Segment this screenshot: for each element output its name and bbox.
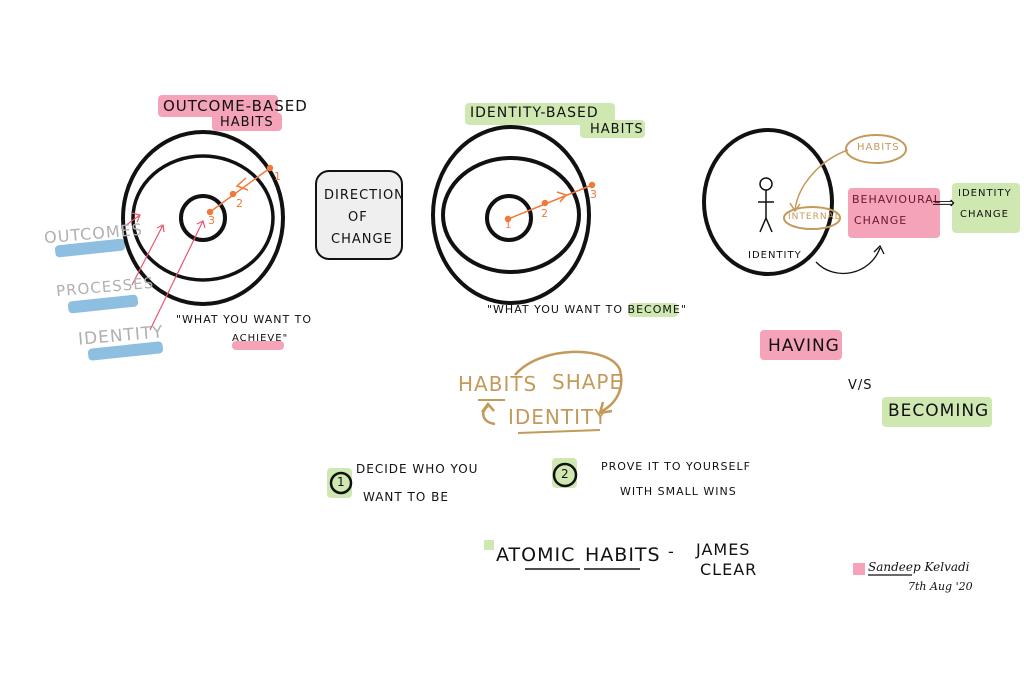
direction-bubble: [315, 170, 403, 260]
identity-to-behaviour-arrow: [815, 247, 881, 275]
vs-label: V/S: [848, 378, 873, 393]
behavioural-2: CHANGE: [854, 214, 908, 227]
step2-circle: [552, 462, 578, 488]
highlight-signature: [853, 563, 865, 575]
stick-figure: [758, 177, 774, 233]
habits-label: HABITS: [857, 142, 900, 153]
book-title-habits: HABITS: [585, 544, 661, 566]
id-point-3: 3: [590, 188, 598, 201]
outcome-circles: [121, 130, 285, 306]
identity-circle: [702, 128, 834, 276]
step2-number: 2: [561, 467, 570, 481]
identity-path: [504, 181, 596, 223]
highlight-achieve: [232, 341, 284, 350]
book-author-2: CLEAR: [700, 560, 758, 579]
highlight-identity-title: [465, 103, 615, 125]
habits-shape-2: IDENTITY: [508, 405, 608, 429]
identity-change-1: IDENTITY: [958, 188, 1012, 199]
highlight-identity-title-2: [580, 120, 645, 138]
habits-shape-1b: SHAPE: [552, 370, 624, 394]
point-2: 2: [236, 197, 244, 210]
point-1: 1: [274, 170, 282, 183]
habits-shape-1a: HABITS: [458, 372, 538, 396]
highlight-outcome-title-2: [212, 113, 282, 131]
step1-number: 1: [337, 475, 346, 489]
step1-line2: WANT TO BE: [363, 490, 449, 504]
highlight-identity-change: [952, 183, 1020, 233]
outcome-title-2: HABITS: [220, 115, 274, 130]
highlight-book: [484, 540, 494, 550]
internal-oval: [783, 206, 841, 230]
identity-change-2: CHANGE: [960, 209, 1009, 220]
book-title-atomic: ATOMIC: [496, 544, 576, 566]
habits-oval: [845, 134, 907, 164]
book-dash: -: [668, 542, 675, 561]
becoming-label: BECOMING: [888, 401, 990, 421]
implies-arrow: ⟹: [932, 193, 956, 212]
outcome-caption-1: "WHAT YOU WANT TO: [176, 313, 313, 326]
identity-label: IDENTITY: [748, 250, 802, 261]
step1-line1: DECIDE WHO YOU: [356, 462, 479, 476]
identity-caption: "WHAT YOU WANT TO BECOME": [487, 303, 687, 316]
id-point-2: 2: [541, 207, 549, 220]
having-label: HAVING: [768, 336, 840, 356]
bubble-line-3: CHANGE: [331, 232, 393, 247]
step2-line2: WITH SMALL WINS: [620, 485, 737, 498]
highlight-becoming: [882, 397, 992, 427]
identity-title-2: HABITS: [590, 122, 644, 137]
step1-circle: [329, 471, 353, 495]
habits-shape-loop-arrow: [514, 350, 623, 414]
highlight-become: [628, 303, 678, 317]
habits-to-internal-arrow: [794, 149, 849, 211]
signature-name: Sandeep Kelvadi: [868, 560, 970, 574]
point-3: 3: [208, 214, 216, 227]
behavioural-1: BEHAVIOURAL: [852, 193, 941, 206]
highlight-behavioural: [848, 188, 940, 238]
outcome-path: [206, 164, 274, 216]
outcome-caption-2: ACHIEVE": [232, 333, 289, 344]
highlight-outcome-title: [158, 95, 278, 117]
bubble-line-2: OF: [348, 210, 368, 225]
layer-arrows: [124, 212, 206, 331]
internal-label: INTERNAL: [788, 212, 841, 222]
id-point-1: 1: [505, 220, 513, 231]
highlight-having: [760, 330, 842, 360]
bubble-line-1: DIRECTION: [324, 188, 405, 203]
outcome-title-1: OUTCOME-BASED: [163, 97, 308, 115]
book-author-1: JAMES: [696, 540, 751, 559]
signature-date: 7th Aug '20: [908, 580, 973, 593]
identity-circles: [431, 125, 591, 305]
step2-line1: PROVE IT TO YOURSELF: [601, 460, 751, 473]
identity-title-1: IDENTITY-BASED: [470, 105, 599, 121]
